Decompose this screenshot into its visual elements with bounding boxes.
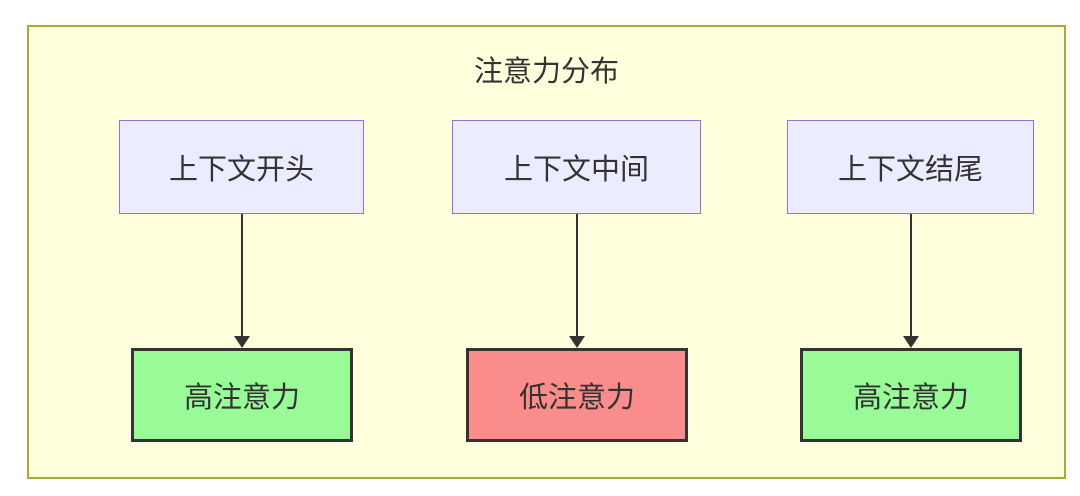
arrow-line (910, 214, 912, 336)
node-high-attention-end: 高注意力 (800, 348, 1022, 442)
node-context-start-label: 上下文开头 (168, 154, 314, 186)
node-context-start: 上下文开头 (119, 120, 364, 214)
node-context-end: 上下文结尾 (787, 120, 1034, 214)
node-high-attention-start: 高注意力 (131, 348, 353, 442)
attention-distribution-container: 注意力分布 上下文开头 高注意力 上下文中间 低注意力 上下文结尾 (27, 25, 1066, 479)
flow-arrow-middle (569, 214, 585, 348)
arrowhead-down-icon (569, 336, 585, 348)
arrowhead-down-icon (903, 336, 919, 348)
arrow-line (576, 214, 578, 336)
node-context-end-label: 上下文结尾 (837, 154, 983, 186)
flow-arrow-end (903, 214, 919, 348)
node-low-attention-middle: 低注意力 (466, 348, 688, 442)
diagram-title: 注意力分布 (473, 56, 619, 88)
flow-arrow-start (234, 214, 250, 348)
node-high-attention-start-label: 高注意力 (183, 382, 300, 414)
arrow-line (241, 214, 243, 336)
node-high-attention-end-label: 高注意力 (852, 382, 969, 414)
node-context-middle-label: 上下文中间 (503, 154, 649, 186)
arrowhead-down-icon (234, 336, 250, 348)
node-context-middle: 上下文中间 (452, 120, 701, 214)
node-low-attention-middle-label: 低注意力 (518, 382, 635, 414)
